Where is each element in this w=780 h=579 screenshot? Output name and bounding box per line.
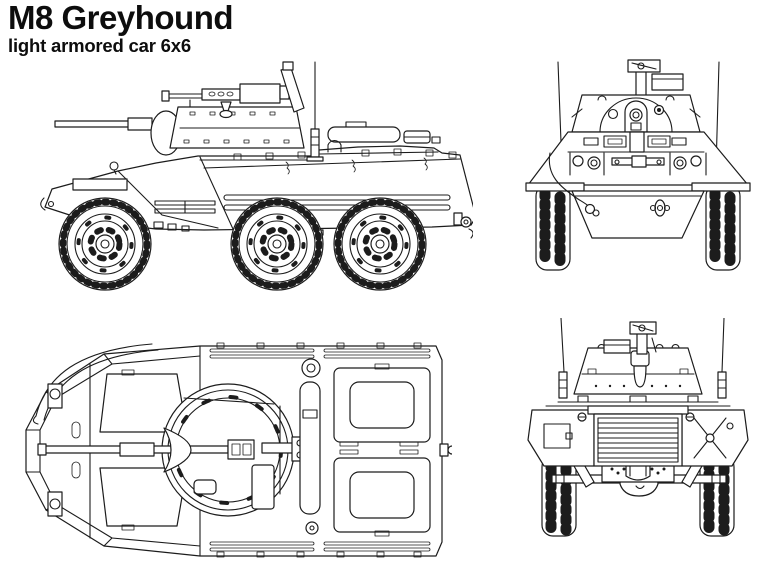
antenna — [306, 61, 324, 162]
lower-glacis — [548, 152, 705, 239]
left-antenna — [558, 318, 568, 399]
page-title: M8 Greyhound — [8, 0, 234, 36]
front-wheel — [58, 197, 152, 291]
deck-stowage — [327, 121, 441, 144]
top-plan-view-drawing — [25, 342, 452, 558]
tow-pintle — [453, 212, 473, 239]
machine-gun — [627, 59, 684, 98]
hull-rear — [527, 405, 749, 467]
drawing-header: M8 Greyhound light armored car 6x6 — [8, 0, 234, 56]
hull-front — [525, 131, 751, 192]
rear-left-wheel — [541, 455, 577, 537]
right-antenna — [717, 318, 727, 399]
stowage-rails — [209, 342, 431, 558]
rear-right-wheel — [699, 455, 735, 537]
front-view-drawing — [525, 59, 751, 271]
middle-wheel — [230, 197, 324, 291]
front-left-wheel — [535, 184, 571, 271]
turret-front — [571, 94, 701, 133]
side-view-drawing — [40, 61, 473, 291]
turret-ring — [37, 383, 309, 517]
radiator-grille — [587, 405, 689, 467]
rear-view-drawing — [527, 318, 749, 537]
rear-wheel — [333, 197, 427, 291]
main-gun-barrel — [54, 110, 182, 156]
gun-travel-shape — [630, 350, 650, 388]
page-subtitle: light armored car 6x6 — [8, 35, 191, 56]
engine-deck — [299, 358, 431, 537]
front-right-wheel — [705, 184, 741, 271]
crew-hatches — [47, 369, 188, 531]
machine-gun — [603, 321, 657, 355]
machine-gun — [161, 61, 342, 153]
rear-pintle — [439, 443, 452, 457]
turret-side — [169, 106, 305, 149]
footman-loops — [233, 148, 457, 175]
